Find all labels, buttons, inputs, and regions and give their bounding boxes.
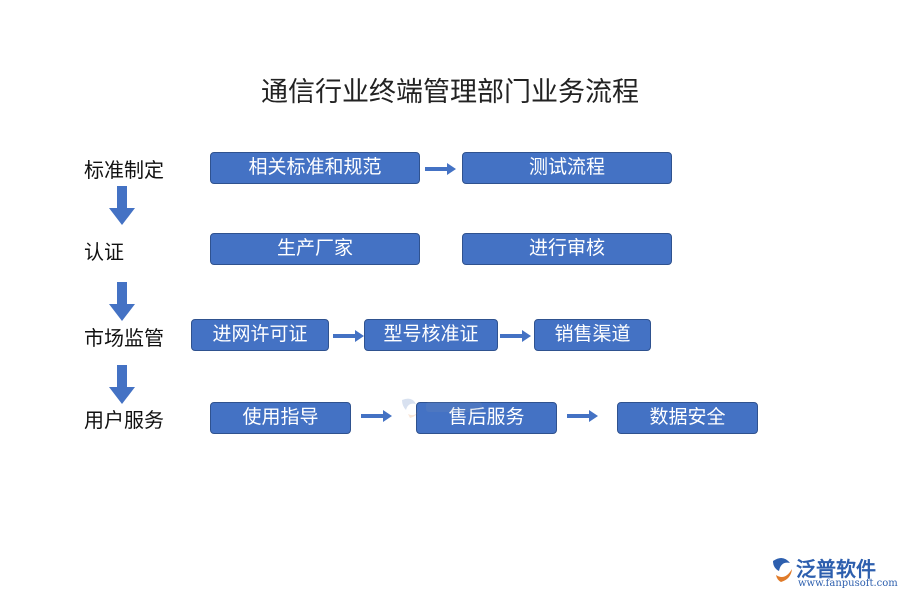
stage-label-market-supervision: 市场监管 xyxy=(84,326,164,350)
right-arrow-icon xyxy=(500,330,531,342)
brand-logo: 泛普软件 www.fanpusoft.com xyxy=(770,553,898,593)
stage-label-certification: 认证 xyxy=(84,240,124,264)
box-type-approval: 型号核准证 xyxy=(364,319,498,351)
down-arrow-icon xyxy=(109,365,135,404)
right-arrow-icon xyxy=(425,163,456,175)
box-manufacturer: 生产厂家 xyxy=(210,233,420,265)
down-arrow-icon xyxy=(109,186,135,225)
box-test-process: 测试流程 xyxy=(462,152,672,184)
right-arrow-icon xyxy=(361,410,392,422)
box-usage-guide: 使用指导 xyxy=(210,402,351,434)
fanpu-logo-icon xyxy=(773,557,792,582)
box-data-security: 数据安全 xyxy=(617,402,758,434)
right-arrow-icon xyxy=(567,410,598,422)
right-arrow-icon xyxy=(333,330,364,342)
watermark-logo xyxy=(398,396,488,424)
down-arrow-icon xyxy=(109,282,135,321)
brand-url: www.fanpusoft.com xyxy=(798,578,898,589)
box-standards-norms: 相关标准和规范 xyxy=(210,152,420,184)
stage-label-standards: 标准制定 xyxy=(84,158,164,182)
stage-label-user-service: 用户服务 xyxy=(84,408,164,432)
box-network-license: 进网许可证 xyxy=(191,319,329,351)
box-review: 进行审核 xyxy=(462,233,672,265)
box-after-sales: 售后服务 xyxy=(416,402,557,434)
diagram-title: 通信行业终端管理部门业务流程 xyxy=(261,77,639,108)
box-sales-channel: 销售渠道 xyxy=(534,319,651,351)
brand-name: 泛普软件 xyxy=(796,557,876,581)
